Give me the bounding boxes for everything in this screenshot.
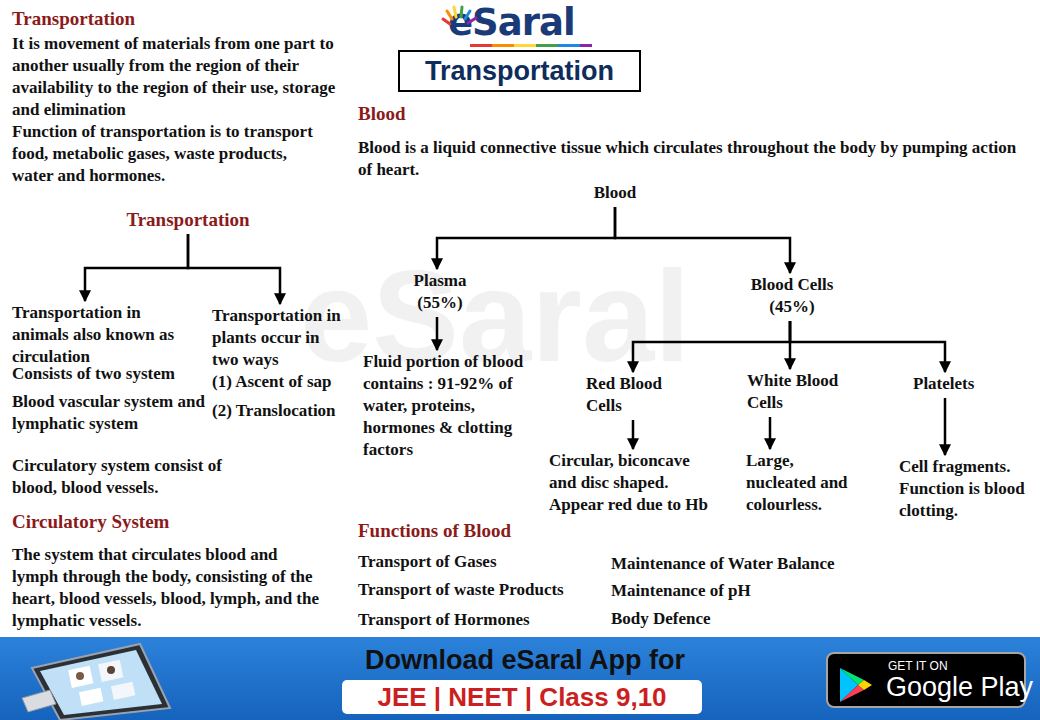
tree-node: Platelets [913, 373, 1003, 395]
node-text: JEE | NEET | Class 9,10 [342, 680, 702, 714]
description-text: Circular, biconcave and disc shaped. App… [549, 450, 714, 516]
tree-node: Plasma (55%) [400, 270, 480, 314]
branch-text: Transportation in animals also known as … [12, 302, 212, 435]
node-text: Download eSaral App for [290, 644, 760, 676]
description-text: Fluid portion of blood contains : 91-92%… [363, 351, 548, 461]
node-text: Blood Cells (45%) [737, 274, 847, 318]
section-heading: Circulatory System [12, 511, 312, 533]
tree-arrow [633, 321, 790, 372]
node-text: Transportation in animals also known as … [12, 302, 177, 368]
title-box: Transportation [398, 50, 641, 92]
branch-text: Transportation in plants occur in two wa… [212, 305, 357, 422]
node-text: Blood [590, 182, 640, 204]
body-text: Function of transportation is to transpo… [12, 121, 330, 187]
node-text: Transportation [110, 209, 266, 231]
tree-root: Blood [590, 182, 640, 204]
tree-node: White Blood Cells [747, 370, 862, 414]
function-item: Maintenance of pH [611, 580, 901, 602]
function-item: Transport of Gases [358, 551, 603, 573]
tree-arrow [437, 207, 615, 269]
function-item: Body Defence [611, 608, 901, 630]
function-item: Maintenance of Water Balance [611, 553, 901, 575]
tree-arrow [789, 321, 792, 369]
node-text: (2) Translocation [212, 400, 357, 422]
tree-arrow [769, 417, 772, 449]
function-item: Transport of Hormones [358, 609, 603, 631]
node-text: Cell fragments. Function is blood clotti… [899, 456, 1037, 522]
node-text: GET IT ON [888, 659, 948, 673]
logo-rays [440, 2, 600, 52]
node-text: Fluid portion of blood contains : 91-92%… [363, 351, 548, 461]
brand-logo: eSaral [448, 1, 618, 45]
tree-arrow [632, 420, 635, 449]
body-text: The system that circulates blood and lym… [12, 544, 324, 632]
tree-arrow [436, 317, 439, 350]
tree-arrow [188, 234, 280, 304]
tree-arrow [85, 234, 188, 301]
play-store-icon [838, 666, 874, 704]
section-heading: Blood [358, 103, 558, 125]
exam-badge: JEE | NEET | Class 9,10 [342, 680, 702, 714]
description-text: Large, nucleated and colourless. [746, 450, 864, 516]
function-item: Transport of waste Products [358, 579, 603, 601]
section-heading: Transportation [12, 8, 352, 30]
body-text: Blood is a liquid connective tissue whic… [358, 137, 1033, 181]
description-text: Cell fragments. Function is blood clotti… [899, 456, 1037, 522]
tree-arrow [615, 207, 790, 273]
node-text: (1) Ascent of sap [212, 371, 357, 393]
tree-arrow [944, 398, 947, 455]
tree-node: Blood Cells (45%) [737, 274, 847, 318]
tree-root: Transportation [110, 209, 266, 231]
section-heading: Functions of Blood [358, 520, 658, 542]
body-text: It is movement of materials from one par… [12, 33, 338, 121]
node-text: Red Blood Cells [586, 373, 686, 417]
node-text: White Blood Cells [747, 370, 862, 414]
tree-arrow [790, 321, 945, 372]
node-text: Large, nucleated and colourless. [746, 450, 864, 516]
node-text: Plasma (55%) [400, 270, 480, 314]
node-text: Blood vascular system and lymphatic syst… [12, 391, 207, 435]
node-text: Transportation in plants occur in two wa… [212, 305, 342, 371]
node-text: Consists of two system [12, 363, 212, 385]
body-text: Circulatory system consist of blood, blo… [12, 455, 234, 499]
tree-node: Red Blood Cells [586, 373, 686, 417]
node-text: Circular, biconcave and disc shaped. App… [549, 450, 714, 516]
tablet-illustration [20, 638, 190, 720]
title-text: Transportation [425, 56, 614, 87]
node-text: Google Play [886, 671, 1033, 703]
node-text: Platelets [913, 373, 1003, 395]
